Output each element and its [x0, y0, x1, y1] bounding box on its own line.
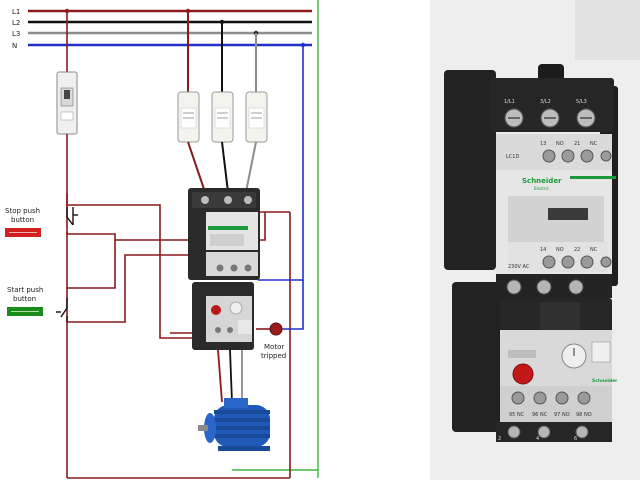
- aux-nc-label: NC: [590, 141, 598, 147]
- wire-motor-v: [229, 349, 233, 403]
- aux-14-label: 14: [540, 247, 546, 253]
- relay-96-label: 96 NC: [532, 412, 548, 418]
- wire-start-holding: [67, 254, 210, 323]
- terminal-1-label: 1/L1: [504, 99, 515, 105]
- relay-95-label: 95 NC: [509, 412, 525, 418]
- bottom-2-label: 2: [498, 436, 501, 442]
- brand-stripe: [570, 176, 616, 179]
- terminal-3-label: 3/L2: [540, 99, 551, 105]
- breaker: [56, 71, 78, 135]
- stop-push-button[interactable]: [66, 207, 78, 226]
- motor-tripped-lamp: [269, 322, 283, 336]
- aux-13-label: 13: [540, 141, 546, 147]
- overload-relay-photo: Schneider 95 NC 96 NC 97 NO 98 NO 2 4 6: [452, 282, 618, 442]
- wire-stop-start-link: [66, 232, 116, 289]
- coil-voltage-label: 230V AC: [508, 264, 530, 270]
- start-label-line2: button: [13, 295, 36, 303]
- contactor-schematic: [188, 188, 260, 280]
- relay-97-label: 97 NO: [554, 412, 570, 418]
- brand-sub-label: Electric: [534, 186, 549, 191]
- motor: [198, 398, 270, 451]
- bottom-4-label: 4: [536, 436, 539, 442]
- relay-brand-label: Schneider: [592, 378, 618, 384]
- wire-holding-aux: [115, 212, 266, 241]
- aux-21-label: 21: [574, 141, 580, 147]
- relay-98-label: 98 NO: [576, 412, 592, 418]
- wire-fuse3-contactor: [245, 141, 257, 193]
- contactor-photo: 1/L1 3/L2 5/L3 13 NO 21 NC LC1D Schneide…: [444, 64, 618, 298]
- start-push-button[interactable]: [56, 298, 68, 322]
- wire-fuse1-contactor: [187, 141, 206, 193]
- aux-no-label: NO: [556, 141, 564, 147]
- start-label-line1: Start push: [7, 286, 43, 294]
- photo-corner-shade: [575, 0, 640, 60]
- label-l1: L1: [12, 8, 20, 16]
- overload-relay-schematic: [192, 282, 254, 350]
- aux-22-label: 22: [574, 247, 580, 253]
- brand-label: Schneider: [522, 177, 562, 185]
- wire-motor-u: [217, 349, 223, 403]
- wire-neutral-lamp: [282, 280, 304, 330]
- motor-tripped-line1: Motor: [264, 343, 284, 351]
- wire-fuse2-contactor: [221, 141, 229, 193]
- stop-label-line2: button: [11, 216, 34, 224]
- label-n: N: [12, 42, 17, 50]
- fuse-l1: [177, 91, 200, 143]
- fuse-l3: [245, 91, 268, 143]
- terminal-5-label: 5/L3: [576, 99, 587, 105]
- fuse-l2: [211, 91, 234, 143]
- stop-label-line1: Stop push: [5, 207, 40, 215]
- aux-no2-label: NO: [556, 247, 564, 253]
- label-l3: L3: [12, 30, 20, 38]
- model-label: LC1D: [506, 154, 519, 160]
- wire-stop-circuit: [66, 193, 228, 339]
- motor-tripped-line2: tripped: [261, 352, 286, 360]
- label-l2: L2: [12, 19, 20, 27]
- aux-nc2-label: NC: [590, 247, 598, 253]
- bottom-6-label: 6: [574, 436, 577, 442]
